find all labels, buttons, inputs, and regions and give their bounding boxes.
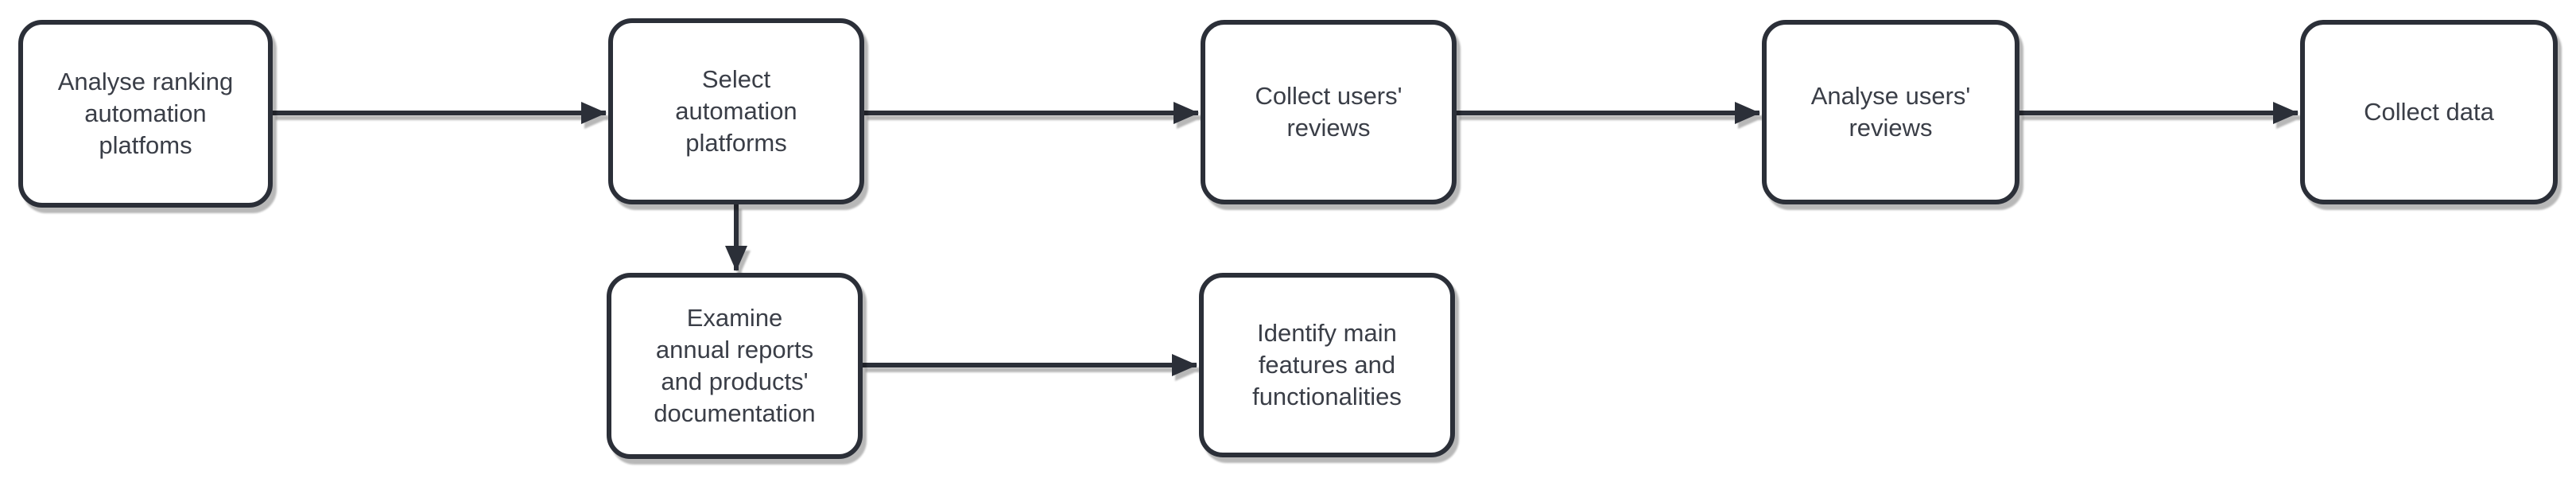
- flow-node-analyse-ranking-automation-platforms: Analyse ranking automation platfoms: [18, 20, 273, 208]
- flow-node-label: Collect data: [2364, 98, 2494, 126]
- flow-node-collect-data: Collect data: [2300, 20, 2558, 204]
- flow-node-label: Examine annual reports and products' doc…: [654, 304, 816, 427]
- flow-node-examine-annual-reports-documentation: Examine annual reports and products' doc…: [607, 273, 863, 459]
- flow-node-label: Identify main features and functionaliti…: [1252, 319, 1402, 410]
- flow-node-analyse-users-reviews: Analyse users' reviews: [1762, 20, 2019, 204]
- flow-node-collect-users-reviews: Collect users' reviews: [1201, 20, 1457, 204]
- flow-node-identify-main-features-functionalities: Identify main features and functionaliti…: [1199, 273, 1455, 457]
- flow-node-label: Select automation platforms: [675, 65, 797, 157]
- flow-node-select-automation-platforms: Select automation platforms: [608, 18, 864, 204]
- flow-node-label: Collect users' reviews: [1255, 82, 1402, 142]
- flow-node-label: Analyse ranking automation platfoms: [57, 68, 234, 159]
- flow-node-label: Analyse users' reviews: [1810, 82, 1971, 142]
